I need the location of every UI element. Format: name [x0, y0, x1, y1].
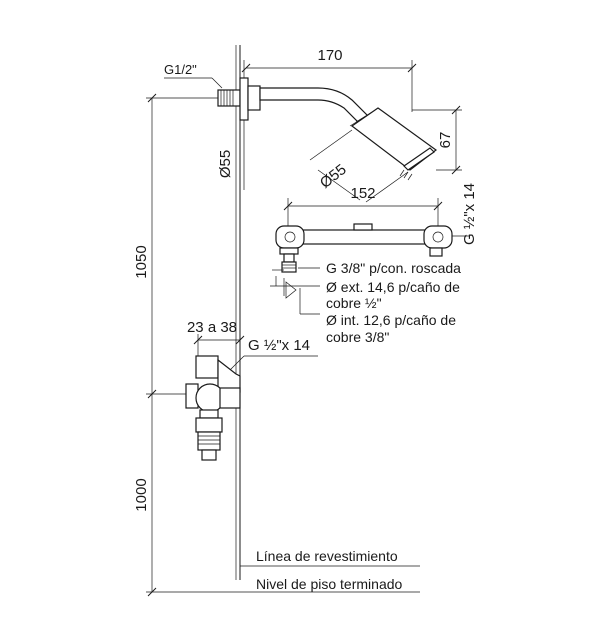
dimension-67-line [412, 105, 462, 175]
wall-nipple [217, 89, 241, 107]
note-inner-diameter-1: Ø int. 12,6 p/caño de [326, 312, 456, 328]
shower-head [349, 107, 438, 181]
note-outer-diameter-1: Ø ext. 14,6 p/caño de [326, 279, 460, 295]
dimension-1000: 1000 [133, 478, 150, 511]
dimension-g-half: G1/2" [164, 62, 197, 77]
label-wall-line: Línea de revestimiento [256, 548, 398, 564]
note-inner-diameter-2: cobre 3/8" [326, 329, 389, 345]
dimension-170-line [241, 60, 417, 112]
dimension-1050: 1050 [133, 245, 150, 278]
note-outer-diameter-2: cobre ½" [326, 295, 382, 311]
dimension-152: 152 [350, 185, 375, 202]
valve-body [185, 355, 241, 461]
dimension-170: 170 [317, 47, 342, 64]
dimension-67: 67 [437, 132, 454, 149]
label-floor-level: Nivel de piso terminado [256, 576, 403, 592]
dimension-head-diameter: Ø55 [317, 161, 350, 192]
dimension-flange-diameter: Ø55 [217, 150, 234, 178]
wall-flange [239, 77, 249, 121]
shower-arm [259, 87, 371, 127]
mixer-bar [275, 223, 453, 273]
dimension-valve-thread: G ½"x 14 [248, 337, 310, 354]
dimension-bar-thread: G ½"x 14 [461, 183, 478, 245]
dimension-23-38: 23 a 38 [187, 319, 237, 336]
note-thread-connection: G 3/8" p/con. roscada [326, 260, 461, 276]
